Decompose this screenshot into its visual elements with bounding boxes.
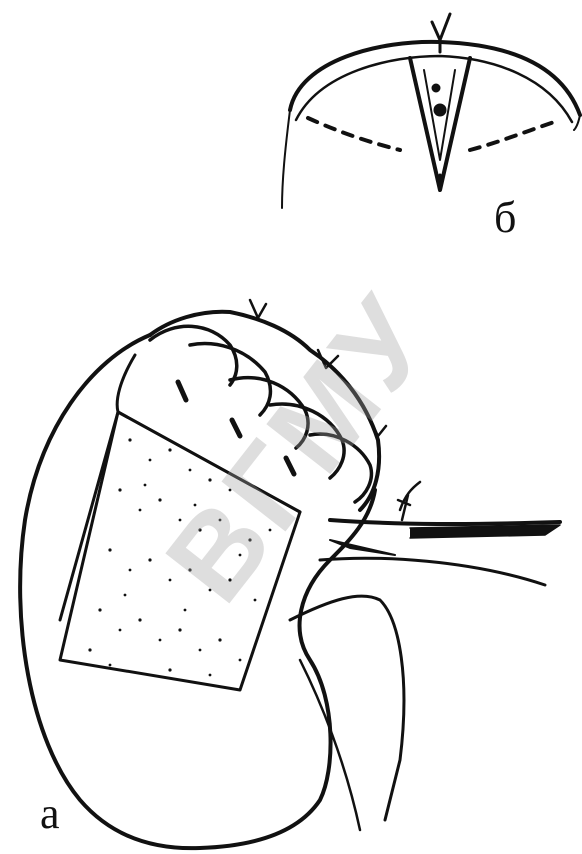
panel-label-b: б	[494, 196, 516, 240]
organ-a	[20, 300, 560, 848]
stipple	[88, 438, 271, 676]
cross-section-b	[282, 14, 580, 208]
panel-label-a: а	[40, 792, 60, 836]
